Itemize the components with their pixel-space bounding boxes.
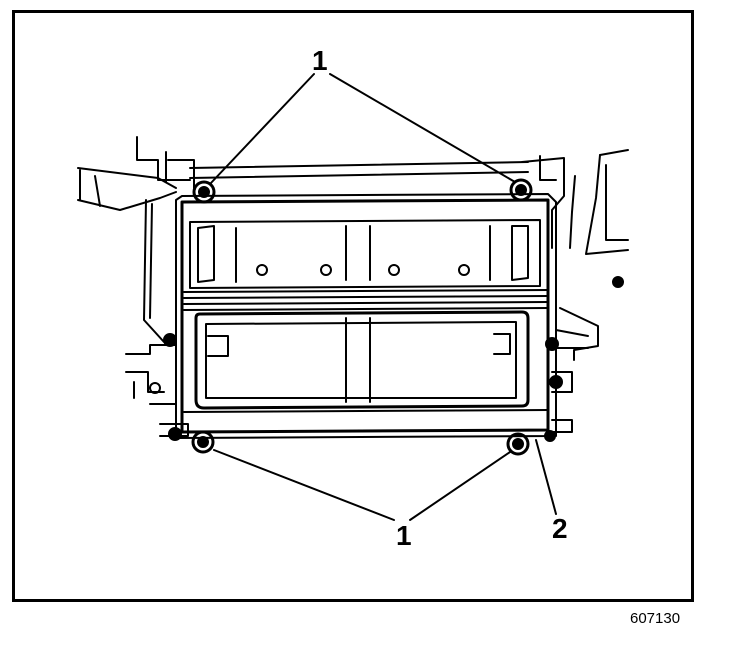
leader-lines (209, 73, 557, 521)
callout-2: 2 (552, 513, 568, 544)
diagram-frame (12, 10, 694, 602)
fastener-top-right (509, 178, 533, 202)
fastener-bottom-right (506, 432, 530, 456)
module-housing (175, 193, 557, 439)
fastener-bottom-left (191, 430, 215, 454)
figure-number: 607130 (630, 610, 681, 627)
upper-rail (189, 161, 529, 169)
upper-rail-lower-edge (189, 171, 529, 179)
callout-1-bottom: 1 (396, 520, 412, 551)
callout-1-top: 1 (312, 45, 328, 76)
fastener-top-left (192, 180, 216, 204)
